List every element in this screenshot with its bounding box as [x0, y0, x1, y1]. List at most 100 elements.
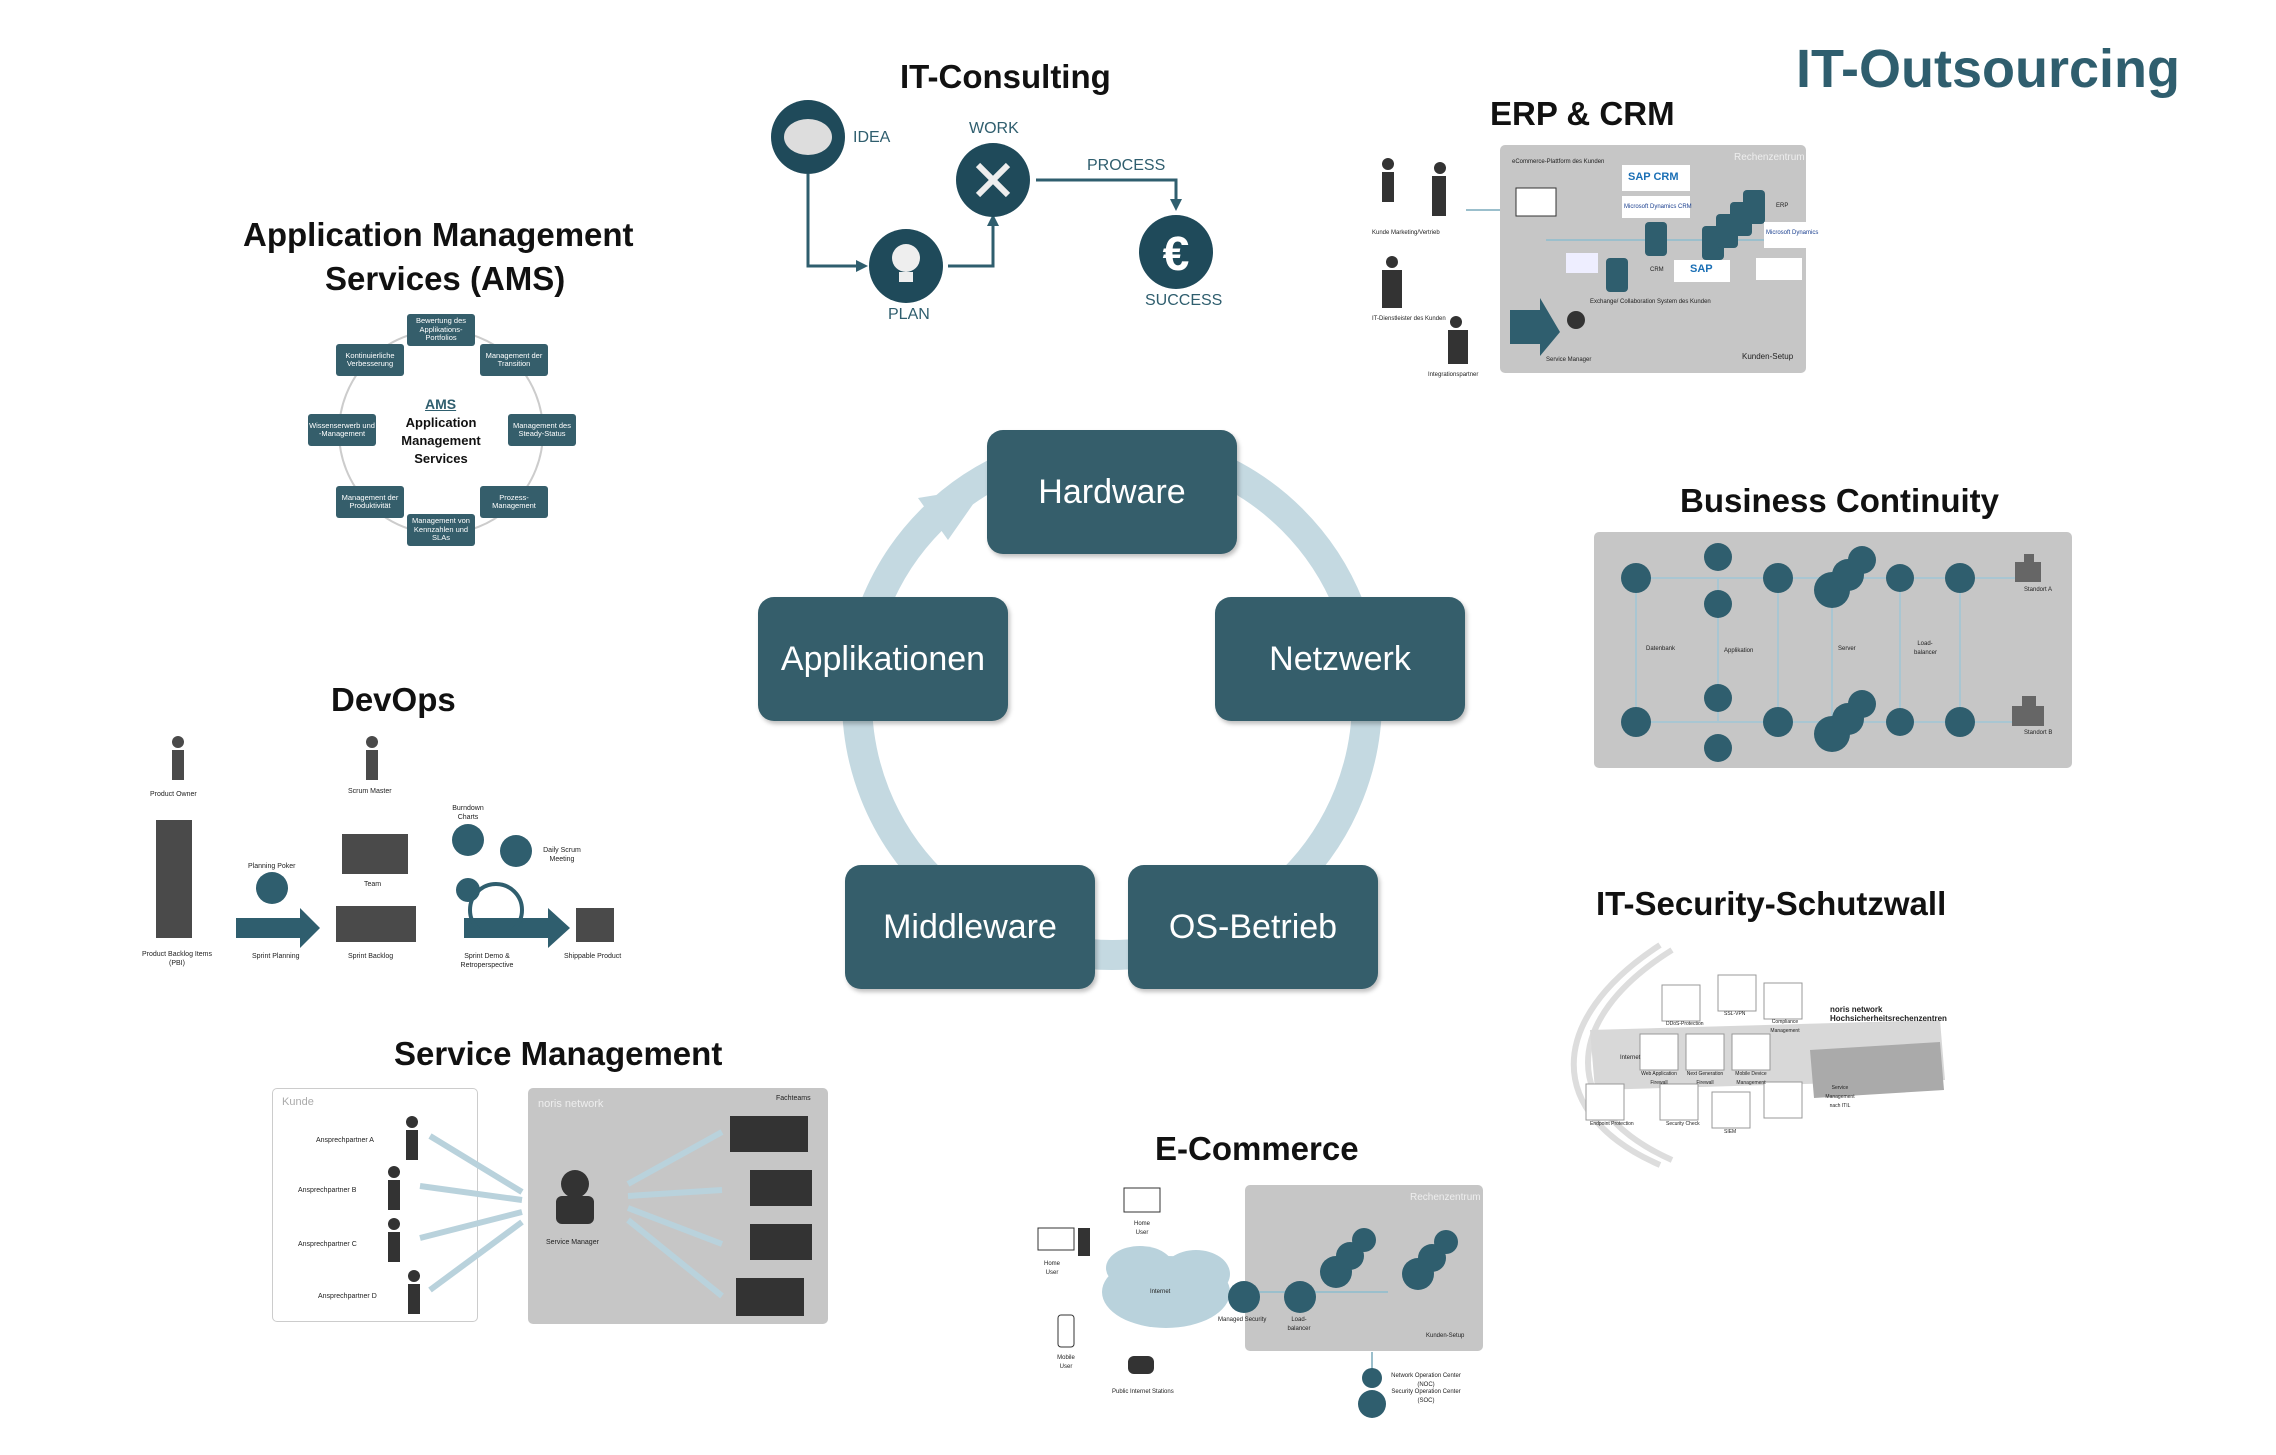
- erp-item-exchange: Exchange/ Collaboration System des Kunde…: [1590, 299, 1711, 305]
- bc-label-standort-b: Standort B: [2024, 730, 2053, 736]
- devops-shippable: Shippable Product: [564, 953, 622, 960]
- devops-scrum-master: Scrum Master: [348, 788, 392, 795]
- devops-sprint-planning: Sprint Planning: [252, 953, 300, 960]
- security-ddos: DDoS-Protection: [1666, 1021, 1704, 1027]
- consulting-plan-label: PLAN: [888, 306, 930, 323]
- security-internet: Internet: [1620, 1055, 1641, 1061]
- devops-planning-poker: Planning Poker: [248, 863, 296, 870]
- ecom-internet: Internet: [1150, 1289, 1171, 1295]
- bc-title: Business Continuity: [1680, 482, 2000, 519]
- ams-step-7: Wissenserwerb und -Management: [308, 414, 376, 446]
- erp-logo-ms-dynamics: Microsoft Dynamics: [1766, 230, 1819, 236]
- sm-contact-a: Ansprechpartner A: [316, 1137, 374, 1144]
- erp-logo-ms-dynamics-crm: Microsoft Dynamics CRM: [1624, 204, 1692, 210]
- sm-contact-c: Ansprechpartner C: [298, 1241, 357, 1248]
- consulting-success-label: SUCCESS: [1145, 292, 1223, 309]
- ecom-title: E-Commerce: [1155, 1130, 1359, 1167]
- box-hardware: Hardware: [987, 430, 1237, 554]
- ams-step-5: Management von Kennzahlen und SLAs: [407, 514, 475, 546]
- security-waf: Web Application Firewall: [1641, 1071, 1677, 1086]
- erp-panel-footer: Kunden-Setup: [1742, 352, 1794, 361]
- erp-logo-sap-crm: SAP CRM: [1628, 171, 1679, 183]
- ecom-soc: Security Operation Center (SOC): [1391, 1389, 1461, 1404]
- security-ngfw: Next Generation Firewall: [1686, 1071, 1724, 1086]
- sm-right-caption: noris network: [538, 1098, 604, 1110]
- bc-label-loadbalancer: Load-balancer: [1914, 641, 1938, 656]
- box-applikationen: Applikationen: [758, 597, 1008, 721]
- sm-manager: Service Manager: [546, 1239, 599, 1246]
- devops-product-owner: Product Owner: [150, 791, 197, 798]
- ams-center-text: Application Management Services: [401, 415, 481, 466]
- erp-person-3: Integrationspartner: [1428, 372, 1479, 378]
- ams-step-4: Prozess-Management: [480, 486, 548, 518]
- ams-step-8: Kontinuierliche Verbesserung: [336, 344, 404, 376]
- ams-step-3: Management des Steady-Status: [508, 414, 576, 446]
- consulting-work-label: WORK: [969, 120, 1019, 137]
- erp-logo-sap: SAP: [1690, 263, 1713, 275]
- sm-contact-d: Ansprechpartner D: [318, 1293, 377, 1300]
- ecom-public-stations: Public Internet Stations: [1112, 1389, 1174, 1395]
- security-heading: noris network Hochsicherheitsrechenzentr…: [1830, 1005, 1947, 1023]
- sm-left-caption: Kunde: [282, 1096, 314, 1108]
- ecom-home-user-2: Home User: [1133, 1221, 1150, 1236]
- erp-item-service-manager: Service Manager: [1546, 357, 1592, 363]
- devops-sprint-backlog: Sprint Backlog: [348, 953, 394, 960]
- security-check: Security Check: [1666, 1121, 1700, 1127]
- erp-title: ERP & CRM: [1490, 95, 1675, 132]
- devops-burndown: Burndown Charts: [452, 805, 484, 821]
- sm-title: Service Management: [394, 1035, 723, 1072]
- erp-panel-caption: Rechenzentrum: [1734, 152, 1805, 163]
- security-siem: SIEM: [1724, 1129, 1737, 1135]
- bc-label-server: Server: [1838, 646, 1856, 652]
- ecom-noc: Network Operation Center (NOC): [1391, 1373, 1461, 1388]
- consulting-idea-label: IDEA: [853, 129, 891, 146]
- ams-step-1: Bewertung des Applikations-Portfolios: [407, 314, 475, 346]
- svg-text:€: €: [1163, 228, 1190, 281]
- bc-label-datenbank: Datenbank: [1646, 646, 1676, 652]
- security-endpoint: Endpoint Protection: [1590, 1121, 1634, 1127]
- erp-item-crm: CRM: [1650, 267, 1664, 273]
- ecom-panel-caption: Rechenzentrum: [1410, 1192, 1481, 1203]
- ecom-panel-footer: Kunden-Setup: [1426, 1333, 1465, 1339]
- page-title: IT-Outsourcing: [1796, 39, 2180, 99]
- erp-item-erp: ERP: [1776, 203, 1789, 209]
- erp-item-ecommerce: eCommerce-Plattform des Kunden: [1512, 159, 1605, 165]
- security-itil: Service Management nach ITIL: [1825, 1085, 1855, 1109]
- sm-teams-label: Fachteams: [776, 1095, 811, 1102]
- box-netzwerk: Netzwerk: [1215, 597, 1465, 721]
- ams-center-abbr: AMS: [425, 396, 457, 412]
- devops-team: Team: [364, 881, 382, 888]
- security-title: IT-Security-Schutzwall: [1596, 885, 1947, 922]
- consulting-process-label: PROCESS: [1087, 157, 1166, 174]
- ecom-managed-security: Managed Security: [1218, 1317, 1267, 1323]
- security-mdm: Mobile Device Management: [1735, 1071, 1767, 1086]
- ecom-panel: [1245, 1185, 1483, 1351]
- erp-person-1: Kunde Marketing/Vertrieb: [1372, 230, 1440, 236]
- bc-label-applikation: Applikation: [1724, 648, 1754, 654]
- erp-person-2: IT-Dienstleister des Kunden: [1372, 316, 1446, 322]
- ams-title-line1: Application Management: [243, 216, 634, 253]
- ams-step-6: Management der Produktivität: [336, 486, 404, 518]
- box-middleware: Middleware: [845, 865, 1095, 989]
- ecom-mobile-user: Mobile User: [1057, 1355, 1075, 1370]
- consulting-title: IT-Consulting: [900, 58, 1111, 95]
- box-os-betrieb: OS-Betrieb: [1128, 865, 1378, 989]
- devops-title: DevOps: [331, 681, 456, 718]
- security-sslvpn: SSL-VPN: [1724, 1011, 1746, 1017]
- devops-daily-scrum: Daily Scrum Meeting: [543, 847, 581, 863]
- ams-step-2: Management der Transition: [480, 344, 548, 376]
- ecom-home-user-1: Home User: [1043, 1261, 1060, 1276]
- ecom-loadbalancer: Load-balancer: [1287, 1317, 1311, 1332]
- bc-label-standort-a: Standort A: [2024, 587, 2053, 593]
- security-compliance: Compliance Management: [1770, 1019, 1800, 1034]
- devops-sprint-demo: Sprint Demo & Retroperspective: [460, 953, 514, 969]
- devops-pbi: Product Backlog Items (PBI): [141, 951, 213, 967]
- sm-contact-b: Ansprechpartner B: [298, 1187, 357, 1194]
